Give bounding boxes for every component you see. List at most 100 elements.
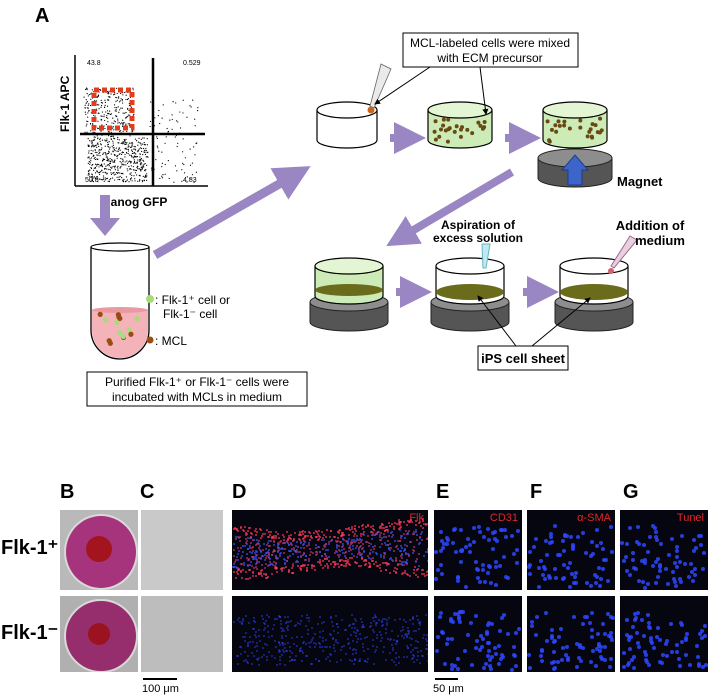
texture-dot [96,146,98,148]
texture-dot [94,149,97,151]
cell-nucleus [389,546,392,549]
cell-nucleus [419,542,422,545]
cell-nucleus [301,554,304,557]
texture-dot [143,151,145,153]
cell-nucleus [266,630,269,633]
cell-nucleus [278,555,281,558]
cell-nucleus [626,637,631,642]
texture-dot [87,174,89,176]
cell-nucleus [260,536,263,539]
cell-nucleus [319,560,322,563]
cell-nucleus [321,645,324,648]
cell-nucleus [358,659,361,662]
cell-nucleus [256,531,259,534]
cell-nucleus [347,542,350,545]
cell-nucleus [273,564,276,567]
cell-nucleus [384,536,387,539]
texture-dot [87,162,89,165]
cell-nucleus [633,566,638,571]
cell-nucleus [236,552,239,555]
texture-dot [122,119,124,121]
cell-nucleus [350,659,353,662]
cell-nucleus [325,554,328,557]
texture-dot [132,169,134,171]
texture-dot [112,147,114,149]
cell-nucleus [343,628,346,631]
cell-nucleus [345,565,348,568]
cell-nucleus [445,535,450,540]
cell-nucleus [277,641,280,644]
cell-nucleus [646,613,651,618]
cell-nucleus [651,524,656,529]
cell-nucleus [303,543,306,546]
cell-nucleus [376,564,379,567]
cell-nucleus [670,570,675,574]
cell-nucleus [240,526,243,529]
cell-nucleus [412,545,415,548]
cell-nucleus [657,659,662,664]
texture-dot [100,170,103,172]
cell-nucleus [360,564,363,567]
cell-nucleus [630,558,635,563]
texture-dot [123,178,125,180]
cell-nucleus [355,540,358,543]
cell-nucleus [637,541,642,546]
ips-box [477,345,569,371]
cell-nucleus [276,567,279,570]
cell-nucleus [325,556,328,559]
texture-dot [98,89,101,91]
cell-nucleus [339,554,342,557]
cell-nucleus [240,556,243,559]
cell-nucleus [388,525,391,528]
cell-nucleus [272,544,275,547]
cell-nucleus [275,557,278,560]
texture-dot [121,107,123,109]
texture-dot [91,173,93,175]
cell-nucleus [539,648,544,653]
cell-nucleus [255,561,258,564]
cell-nucleus [310,563,313,566]
texture-dot [112,144,115,146]
texture-dot [135,174,138,176]
texture-dot [120,157,122,160]
cell-nucleus [321,566,324,569]
texture-dot [108,168,110,171]
cell-nucleus [255,562,258,565]
cell-nucleus [496,644,501,649]
texture-dot [135,149,137,151]
cell-nucleus [397,634,400,637]
cell-nucleus [279,663,282,666]
cell-nucleus [596,566,601,571]
cell-nucleus [371,538,373,541]
cell-nucleus [380,539,383,542]
cell-nucleus [252,620,255,623]
phase-image-positive [141,510,223,590]
cell-nucleus [343,534,346,537]
cell-nucleus [333,563,336,566]
cell-nucleus [679,622,684,627]
cell-nucleus [374,615,377,618]
texture-dot [101,102,104,104]
texture-dot [98,150,100,152]
cell-nucleus [284,548,287,551]
texture-dot [86,131,88,133]
cell-nucleus [259,544,262,547]
cell-nucleus [311,552,314,555]
cell-nucleus [277,537,280,540]
cell-nucleus [315,530,318,533]
cell-nucleus [387,547,390,550]
cell-nucleus [278,658,281,661]
texture-dot [131,143,134,145]
cell-nucleus [646,621,651,626]
cell-nucleus [427,569,428,572]
cell-nucleus [399,520,402,523]
cell-nucleus [300,614,303,617]
texture-dot [158,109,160,112]
cell-nucleus [350,557,353,560]
cell-nucleus [493,583,498,588]
cell-nucleus [262,621,265,624]
texture-dot [88,161,90,163]
cell-nucleus [389,637,392,640]
cell-nucleus [632,612,637,617]
texture-dot [104,152,106,154]
